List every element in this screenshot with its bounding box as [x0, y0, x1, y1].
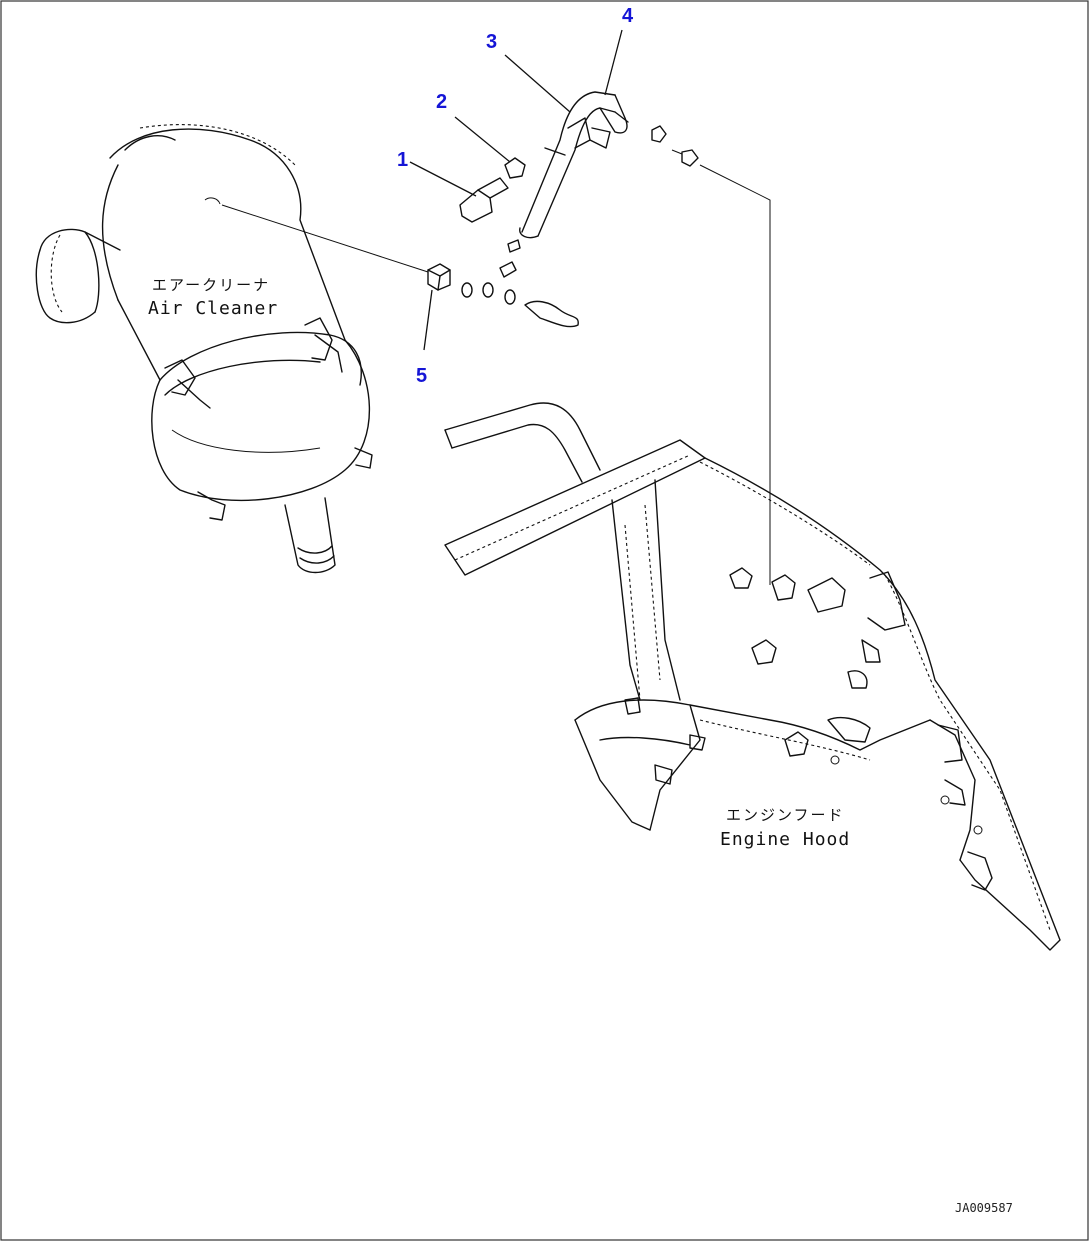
callout-1: 1: [397, 149, 408, 171]
engine-hood-label-en: Engine Hood: [720, 829, 850, 850]
callout-4: 4: [622, 5, 634, 27]
leader-1: [409, 161, 477, 197]
callout-2: 2: [436, 91, 447, 113]
air-cleaner-label-en: Air Cleaner: [148, 298, 278, 319]
document-id: JA009587: [955, 1201, 1013, 1215]
clip-drawing: [204, 197, 579, 328]
breather-pipe-drawing: [459, 91, 699, 239]
engine-hood-drawing: [444, 402, 1061, 951]
reference-lines: [221, 29, 771, 585]
callout-3: 3: [486, 31, 497, 53]
air-cleaner-label-jp: エアークリーナ: [152, 276, 270, 294]
callout-5: 5: [416, 365, 427, 387]
leader-2: [454, 116, 511, 163]
engine-hood-label-jp: エンジンフード: [726, 806, 845, 824]
leader-5: [423, 289, 433, 351]
air-cleaner-drawing: [35, 124, 373, 574]
leader-4: [604, 29, 623, 96]
leader-3: [504, 54, 571, 113]
